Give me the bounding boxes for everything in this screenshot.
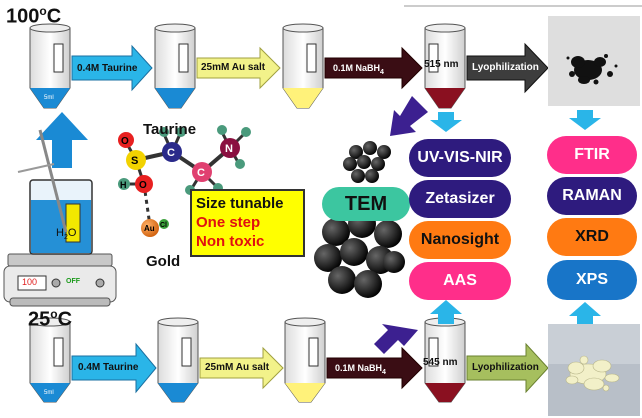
top-tube-3 (282, 23, 324, 109)
top-arrow-lyophilization-label: Lyophilization (472, 62, 539, 73)
property-size-tunable: Size tunable (196, 195, 284, 212)
small-nanoparticles (343, 141, 391, 183)
nabh-text: 0.1M NaBH (335, 363, 383, 373)
light-powder-photo (548, 324, 640, 416)
top-arrow-lyophilization (466, 42, 549, 94)
bottom-tube-1 (29, 317, 71, 403)
gold-label: Gold (146, 253, 181, 270)
property-one-step: One step (196, 214, 261, 231)
top-tube-4 (424, 23, 466, 109)
chlorine-atom-label: Cl (160, 222, 167, 229)
beaker-water-label: H2O (56, 227, 76, 241)
atom-label: C (197, 167, 205, 179)
temp-unit: C (57, 308, 73, 331)
down-arrow-ftir (569, 110, 601, 130)
tem-pill: TEM (322, 187, 410, 221)
top-arrow-nabh4 (324, 46, 423, 90)
diag-arrow-bottom (374, 324, 418, 354)
bottom-tube-4 (424, 317, 466, 403)
bottom-arrow-au-salt (199, 346, 284, 390)
temp-label-25c: 25oC (28, 307, 73, 331)
nabh-subscript: 4 (382, 368, 386, 376)
aas-pill: AAS (409, 262, 511, 300)
uv-vis-nir-pill: UV-VIS-NIR (409, 139, 511, 177)
top-tube-1 (29, 23, 71, 109)
bottom-arrow-au-salt-label: 25mM Au salt (205, 362, 270, 373)
hotplate (3, 253, 117, 307)
atom-label: C (167, 147, 175, 159)
atom-label: N (225, 143, 233, 155)
up-arrow (36, 112, 88, 168)
atom-label: S (131, 155, 138, 167)
up-arrow-aas (430, 300, 462, 324)
raman-pill: RAMAN (547, 177, 637, 215)
dark-powder-photo (548, 16, 640, 106)
diag-arrow-top (390, 96, 428, 136)
up-arrow-xps (569, 302, 601, 324)
top-wavelength-label: 515 nm (424, 59, 459, 70)
taurine-label: Taurine (143, 121, 197, 138)
properties-box: Size tunable One step Non toxic (190, 189, 305, 257)
nabh-subscript: 4 (380, 68, 384, 76)
large-nanoparticles (314, 210, 405, 298)
bottom-arrow-lyophilization (466, 342, 549, 394)
hotplate-off-label: OFF (66, 278, 80, 285)
atom-label: O (139, 180, 147, 191)
zetasizer-pill: Zetasizer (409, 180, 511, 218)
temp-unit: C (46, 5, 62, 28)
atom-label: H (120, 180, 127, 190)
bottom-arrow-lyophilization-label: Lyophilization (472, 362, 539, 373)
temp-value: 100 (6, 5, 40, 28)
gold-atom: Au Cl (141, 219, 169, 237)
temp-value: 25 (28, 308, 51, 331)
taurine-molecule (118, 125, 251, 227)
top-arrow-taurine (71, 44, 153, 92)
down-arrow-uv (430, 112, 462, 132)
bottom-tube-3 (284, 317, 326, 403)
gold-atom-label: Au (144, 224, 155, 233)
atom-label: O (121, 136, 129, 147)
temp-label-100c: 100oC (6, 4, 62, 28)
bottom-wavelength-label: 545 nm (423, 357, 458, 368)
property-non-toxic: Non toxic (196, 233, 265, 250)
top-arrow-nabh4-label: 0.1M NaBH4 (333, 63, 384, 76)
top-arrow-taurine-label: 0.4M Taurine (77, 63, 138, 74)
xrd-pill: XRD (547, 218, 637, 256)
beaker-sub: 2 (63, 234, 68, 242)
top-arrow-au-salt (196, 46, 281, 90)
nabh-text: 0.1M NaBH (333, 63, 381, 73)
xps-pill: XPS (547, 260, 637, 300)
bottom-tube-2 (157, 317, 199, 403)
top-tube-2 (154, 23, 196, 109)
bottom-arrow-taurine-label: 0.4M Taurine (78, 362, 139, 373)
bottom-arrow-nabh4 (326, 346, 423, 390)
beaker-o: O (67, 227, 77, 239)
beaker-h: H (56, 227, 64, 239)
bottom-arrow-taurine (71, 342, 157, 394)
ftir-pill: FTIR (547, 136, 637, 174)
hotplate-display: 100 (22, 277, 38, 287)
top-arrow-au-salt-label: 25mM Au salt (201, 62, 266, 73)
nanosight-pill: Nanosight (409, 221, 511, 259)
bottom-arrow-nabh4-label: 0.1M NaBH4 (335, 363, 386, 376)
top-vial-volume: 5ml (44, 95, 54, 101)
molecule-atom-labels: S O O H C C N (120, 136, 233, 191)
beaker (17, 129, 93, 255)
bottom-vial-volume: 5ml (44, 390, 54, 396)
